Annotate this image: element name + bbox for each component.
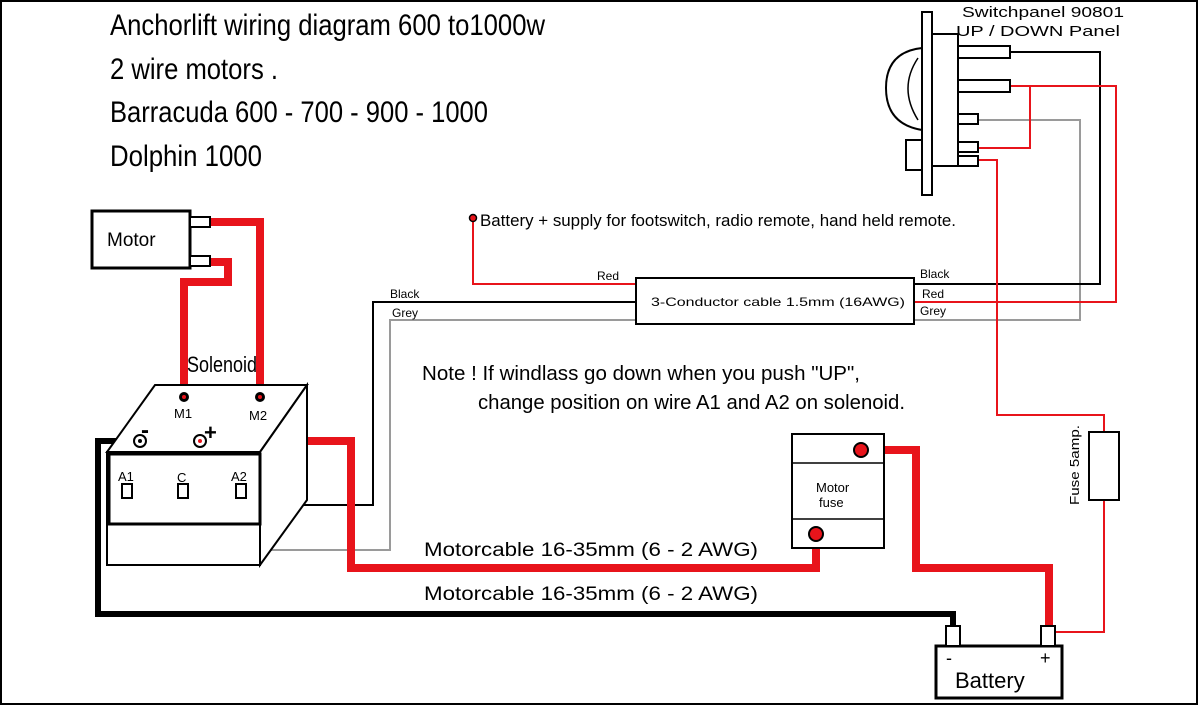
battery-plus-label: + — [1040, 648, 1051, 668]
battery-minus-label: - — [946, 648, 952, 668]
motor-fuse-body — [791, 433, 885, 549]
solenoid-a2-terminal — [235, 483, 247, 499]
fuse-5amp: Fuse 5amp. — [1067, 425, 1120, 505]
three-conductor-cable: 3-Conductor cable 1.5mm (16AWG) Red Blac… — [390, 267, 950, 325]
motor: Motor — [90, 209, 211, 270]
battery-supply-note: Battery + supply for footswitch, radio r… — [480, 211, 956, 230]
solenoid-a2-label: A2 — [231, 469, 247, 484]
cable-right-red-label: Red — [922, 287, 944, 301]
battery-negative-post — [945, 625, 961, 647]
black-wire-cable-to-switch — [914, 51, 1101, 285]
motor-body — [90, 209, 192, 270]
battery-label: Battery — [955, 668, 1025, 693]
motor-fuse-label-1: Motor — [816, 480, 850, 495]
red-wire-switch-to-fuse — [958, 159, 1105, 432]
title-line-1: Anchorlift wiring diagram 600 to1000w — [110, 9, 545, 42]
switchpanel-led — [905, 139, 923, 171]
cable-box — [635, 277, 915, 325]
solenoid-terminal-plate — [107, 452, 262, 526]
battery: - + Battery — [934, 625, 1064, 700]
solenoid-c-terminal — [177, 483, 189, 499]
cable-left-grey-label: Grey — [392, 306, 418, 320]
solenoid: Solenoid M1 M2 - + A1 C A2 — [105, 352, 309, 569]
fuse-5amp-body — [1088, 431, 1120, 501]
motor-cable-to-m2 — [210, 218, 264, 398]
solenoid-m2-label: M2 — [249, 408, 267, 423]
note-line-2: change position on wire A1 and A2 on sol… — [478, 392, 905, 414]
polarity-note: Note ! If windlass go down when you push… — [422, 363, 905, 414]
cable-label: 3-Conductor cable 1.5mm (16AWG) — [651, 295, 905, 309]
switch-terminal-3 — [957, 113, 979, 125]
solenoid-c-label: C — [177, 470, 186, 485]
red-thin-wires — [472, 85, 1117, 633]
title-line-3: Barracuda 600 - 700 - 900 - 1000 — [110, 96, 488, 129]
cable-right-grey-label: Grey — [920, 304, 946, 318]
solenoid-minus-label: - — [141, 417, 149, 444]
switchpanel-name: Switchpanel 90801 — [962, 4, 1124, 21]
title-line-2: 2 wire motors . — [110, 53, 278, 86]
motor-fuse-to-battery-cable — [861, 446, 1053, 630]
switch-terminal-1 — [957, 45, 1011, 59]
switchpanel-body — [931, 33, 959, 167]
negative-cable — [95, 438, 956, 630]
motorcable-label-lower: Motorcable 16-35mm (6 - 2 AWG) — [424, 584, 758, 605]
switch-terminal-2 — [957, 79, 1011, 93]
switchpanel-plate — [921, 11, 933, 196]
solenoid-m1-label: M1 — [174, 406, 192, 421]
solenoid-label: Solenoid — [187, 352, 257, 377]
switch-terminal-4 — [957, 141, 979, 153]
motor-fuse-bottom-terminal — [808, 526, 824, 542]
solenoid-a1-terminal — [121, 483, 133, 499]
red-wire-switch-jumper — [958, 85, 1031, 149]
switch-terminal-5 — [957, 155, 979, 167]
fuse-5amp-label: Fuse 5amp. — [1067, 425, 1082, 505]
switch-panel: Switchpanel 90801 UP / DOWN Panel — [884, 4, 1124, 196]
red-wire-cable-to-switch — [914, 85, 1117, 303]
motor-fuse: Motor fuse — [791, 433, 885, 549]
solenoid-a1-label: A1 — [118, 469, 134, 484]
diagram-title: Anchorlift wiring diagram 600 to1000w 2 … — [110, 9, 545, 173]
motor-fuse-top-terminal — [853, 442, 869, 458]
battery-positive-post — [1040, 625, 1056, 647]
solenoid-plus-label: + — [204, 420, 217, 445]
red-wire-supply-to-cable — [472, 218, 636, 285]
motor-label: Motor — [107, 230, 156, 251]
cable-left-red-label: Red — [597, 269, 619, 283]
motor-fuse-label-2: fuse — [819, 495, 844, 510]
red-wire-fuse-to-battery — [1052, 500, 1105, 633]
cable-right-black-label: Black — [920, 267, 950, 281]
motor-terminal-lower — [189, 255, 211, 267]
title-line-4: Dolphin 1000 — [110, 140, 262, 173]
motor-cable-to-m1 — [180, 258, 232, 398]
cable-left-black-label: Black — [390, 287, 420, 301]
motorcable-label-upper: Motorcable 16-35mm (6 - 2 AWG) — [424, 540, 758, 561]
supply-terminal-dot — [468, 213, 478, 223]
battery-body — [934, 644, 1064, 700]
switchpanel-subtitle: UP / DOWN Panel — [956, 23, 1120, 40]
note-line-1: Note ! If windlass go down when you push… — [422, 363, 860, 385]
motor-terminal-upper — [189, 216, 211, 228]
